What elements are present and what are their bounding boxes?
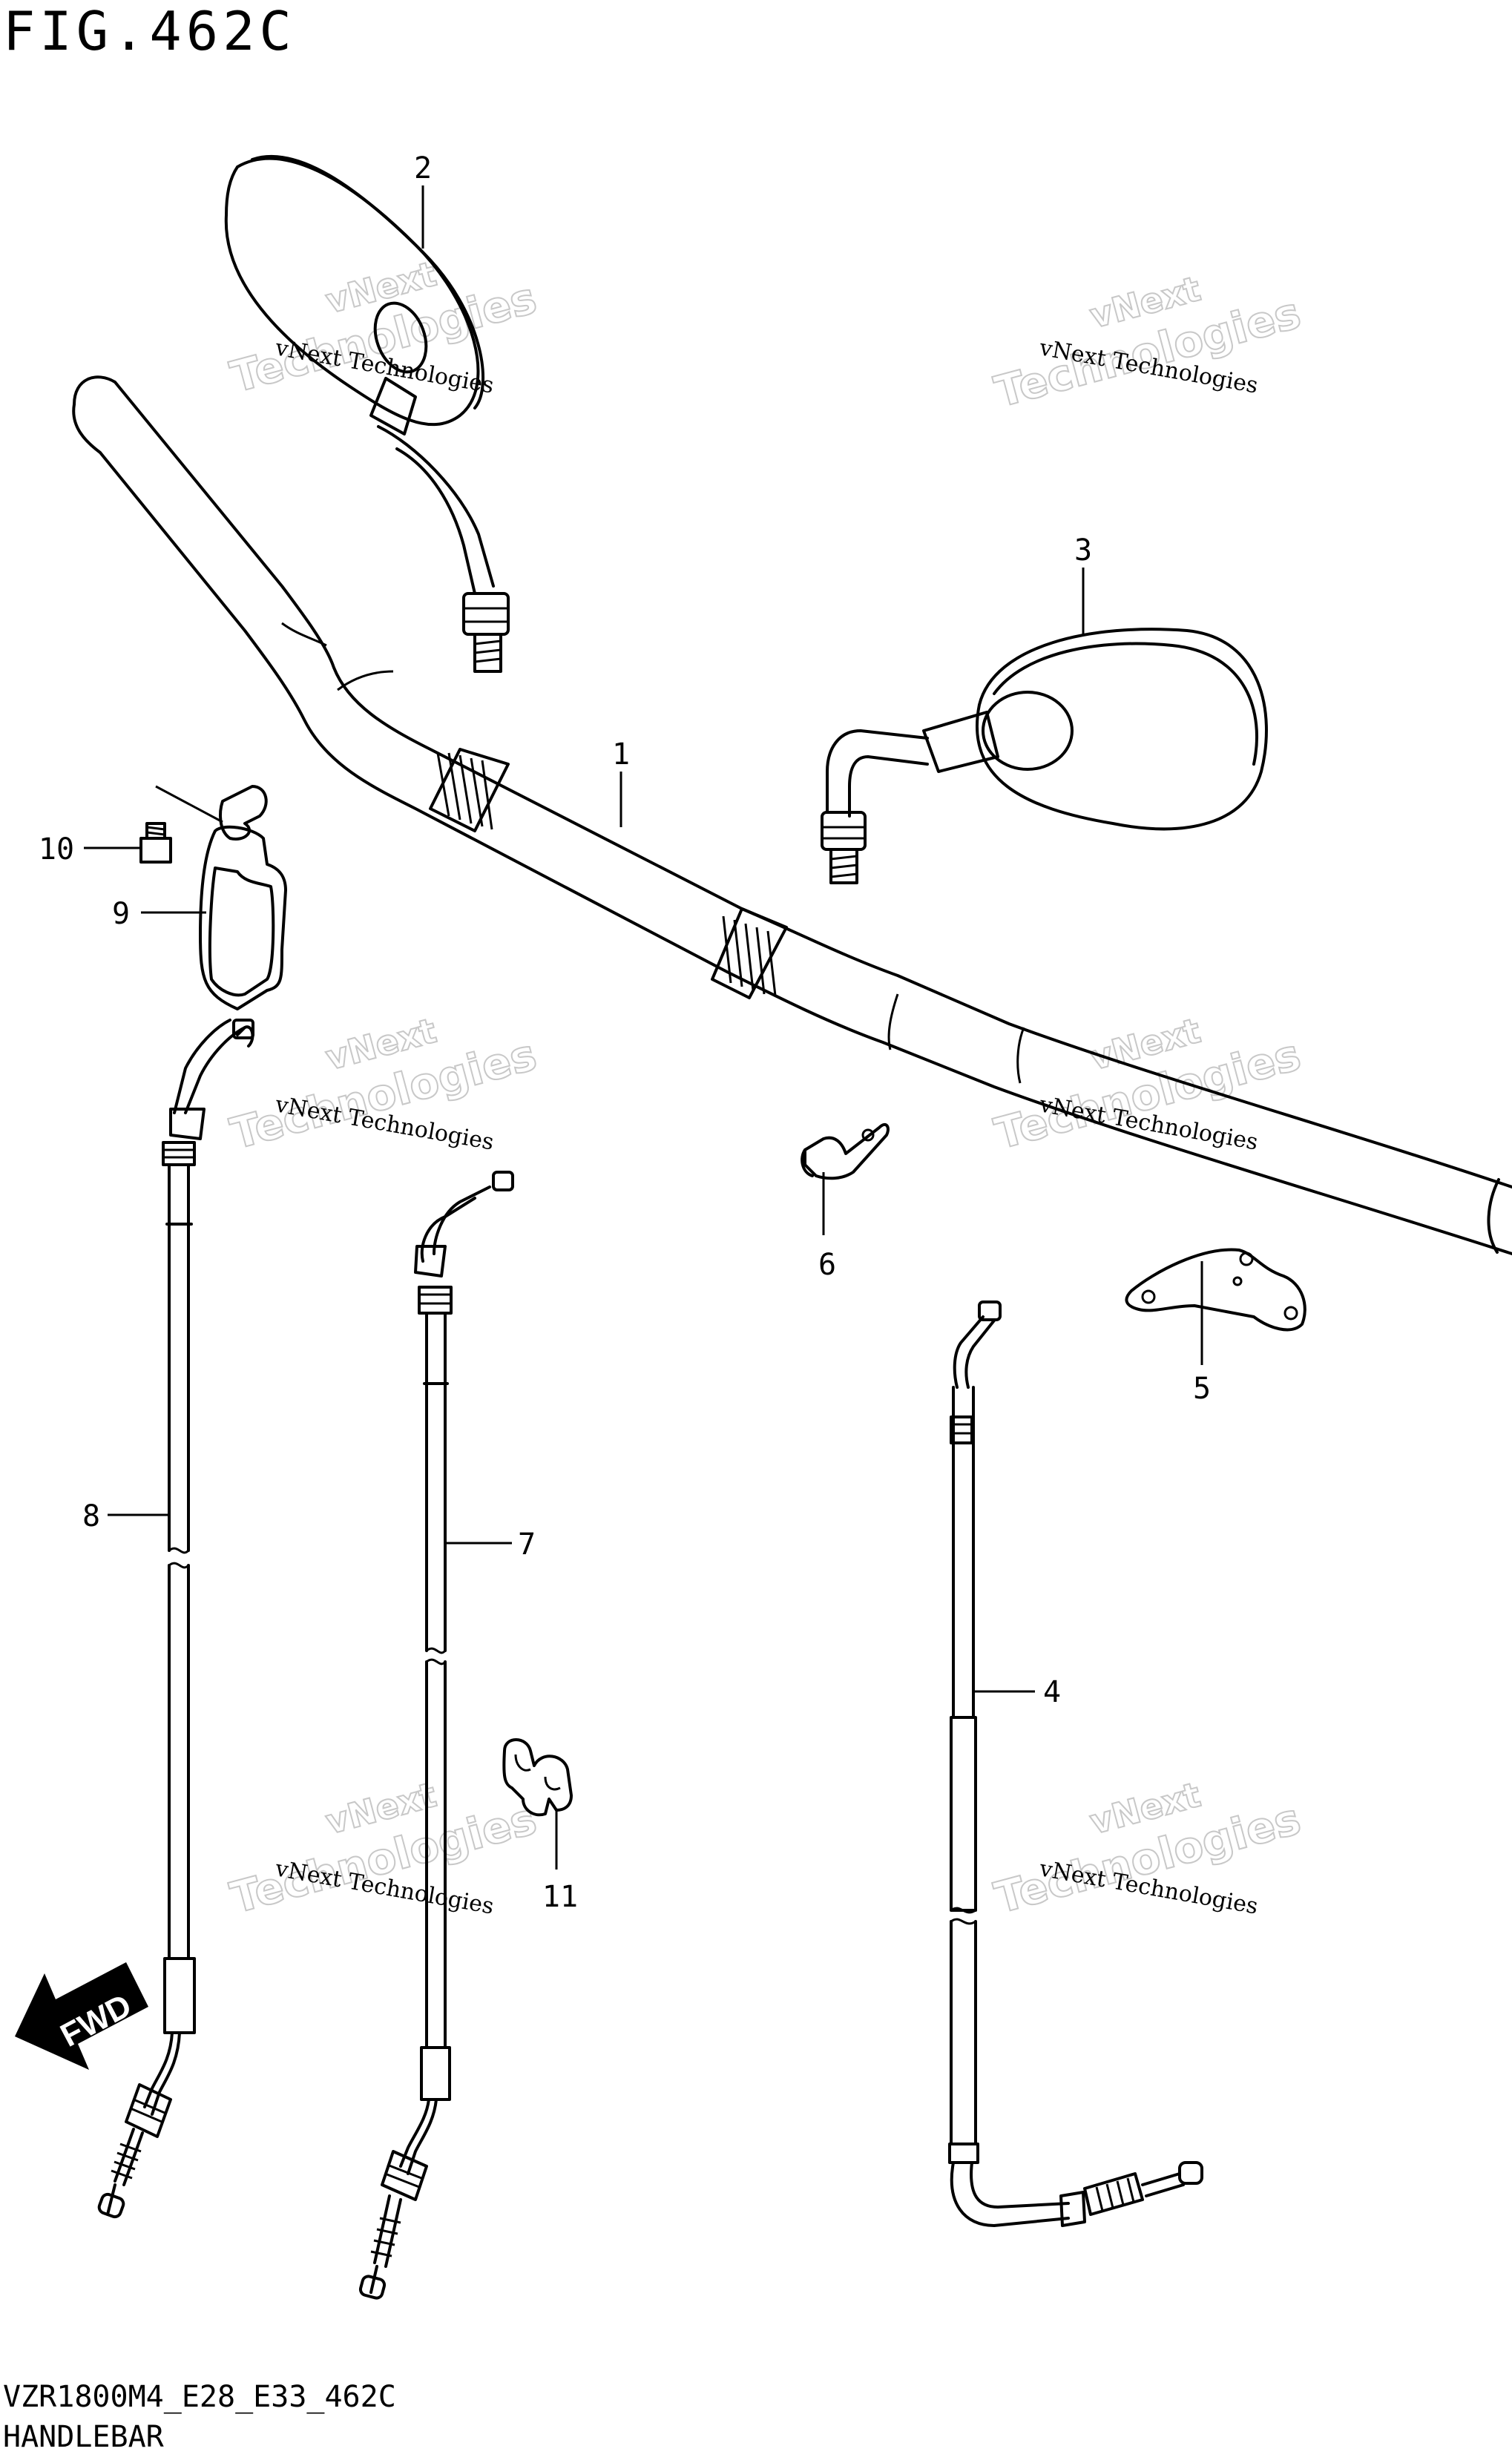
callout-6: 6 bbox=[818, 1248, 836, 1282]
callout-9: 9 bbox=[112, 897, 130, 931]
watermark-group: vNext Technologies vNext Technologies vN… bbox=[225, 253, 1306, 1924]
mirror-left-part bbox=[224, 154, 510, 673]
knurl-band bbox=[429, 748, 788, 999]
callout-1: 1 bbox=[612, 737, 630, 772]
callout-3: 3 bbox=[1074, 533, 1092, 568]
fig-title: FIG.462C bbox=[3, 0, 296, 62]
bracket-part bbox=[1125, 1248, 1306, 1332]
callout-8: 8 bbox=[82, 1499, 100, 1533]
callout-7: 7 bbox=[518, 1528, 536, 1562]
plate-part bbox=[199, 785, 287, 1010]
screw-part bbox=[139, 785, 223, 864]
part-group-name: HANDLEBAR bbox=[3, 2420, 164, 2454]
callout-4: 4 bbox=[1043, 1675, 1061, 1709]
handlebar-part bbox=[72, 375, 1512, 1255]
cable-7-part bbox=[358, 1171, 514, 2300]
clip-part bbox=[502, 1738, 573, 1817]
callout-10: 10 bbox=[39, 832, 74, 867]
mirror-right-part bbox=[821, 628, 1268, 884]
cable-8-part bbox=[97, 1019, 254, 2219]
callout-2: 2 bbox=[414, 151, 432, 185]
callouts: 1 2 3 4 5 6 7 8 9 10 11 bbox=[39, 151, 1211, 1914]
model-code: VZR1800M4_E28_E33_462C bbox=[3, 2380, 396, 2414]
callout-5: 5 bbox=[1193, 1372, 1211, 1406]
leader-lines bbox=[84, 185, 1203, 1870]
fwd-arrow-icon: FWD bbox=[15, 1962, 148, 2070]
callout-11: 11 bbox=[542, 1880, 578, 1914]
cable-4-part bbox=[948, 1300, 1203, 2227]
clamp-part bbox=[801, 1122, 890, 1180]
